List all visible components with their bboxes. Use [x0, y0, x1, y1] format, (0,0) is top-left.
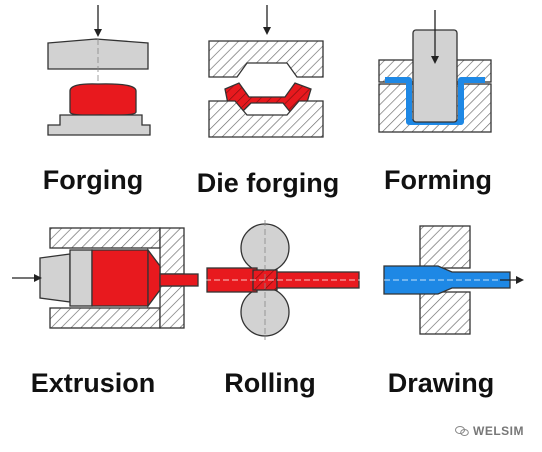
workpiece — [69, 83, 137, 116]
lower-die — [47, 114, 151, 136]
die-forging-diagram — [208, 5, 324, 138]
forging-diagram — [47, 5, 151, 136]
extrusion-diagram — [12, 227, 199, 329]
watermark: WELSIM — [455, 424, 524, 438]
rolling-diagram — [205, 220, 365, 340]
label-die-forging: Die forging — [196, 168, 340, 198]
label-drawing: Drawing — [387, 368, 495, 398]
upper-die — [419, 225, 471, 269]
drawing-diagram — [383, 225, 524, 335]
ram — [39, 253, 71, 303]
forming-diagram — [378, 10, 492, 133]
lower-die — [419, 291, 471, 335]
extrudate — [159, 273, 199, 287]
label-forming: Forming — [384, 165, 492, 195]
upper-die — [208, 40, 324, 78]
wechat-icon — [455, 426, 469, 436]
watermark-text: WELSIM — [473, 424, 524, 438]
lower-die — [208, 100, 324, 138]
label-extrusion: Extrusion — [30, 368, 156, 398]
label-forging: Forging — [42, 165, 144, 195]
label-rolling: Rolling — [224, 368, 316, 398]
billet — [91, 249, 149, 307]
